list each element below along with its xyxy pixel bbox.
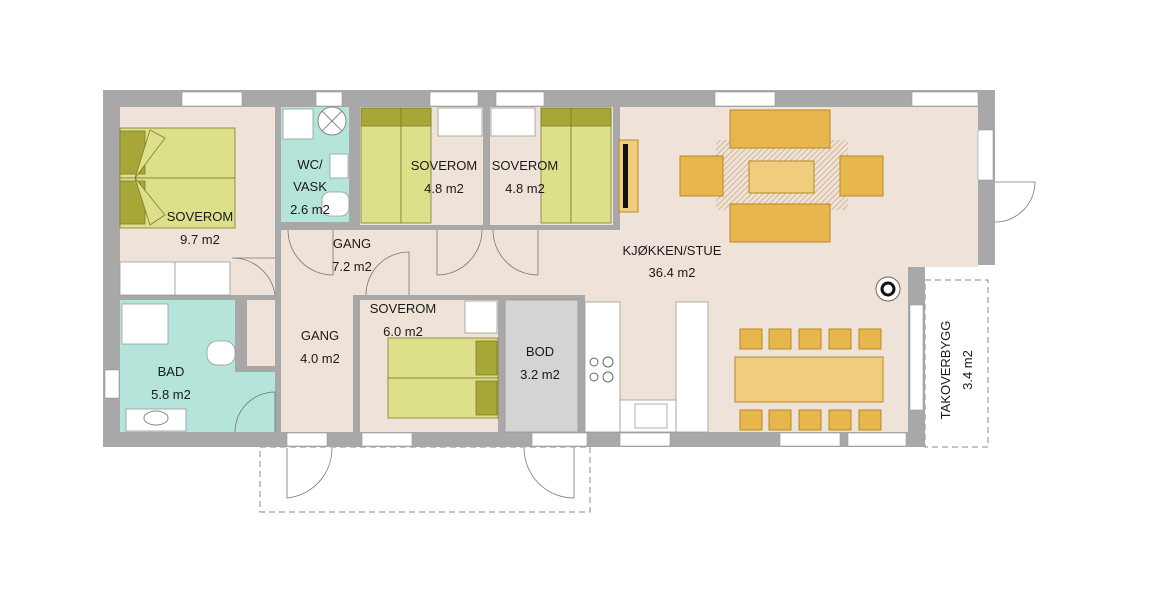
coffee-table [748,160,815,194]
room-name: BAD [158,364,185,379]
room-area: 36.4 m2 [649,265,696,280]
room-name: VASK [293,179,327,194]
room-area: 3.4 m2 [960,350,975,390]
armchair-right [839,155,884,197]
floor-hallway-upper [281,230,621,295]
room-name: TAKOVERBYGG [938,321,953,420]
door-wc [287,229,334,276]
room-labels: SOVEROM 9.7 m2 WC/ VASK 2.6 m2 SOVEROM 4… [151,157,975,419]
room-name: KJØKKEN/STUE [623,243,722,258]
front-door [286,447,333,499]
sofa-bottom [729,203,831,243]
room-name: BOD [526,344,554,359]
shower [121,303,169,345]
room-name: WC/ [297,157,323,172]
room-area: 7.2 m2 [332,259,372,274]
room-name: SOVEROM [370,301,436,316]
room-area: 6.0 m2 [383,324,423,339]
door-bedroom-a [436,229,483,276]
room-area: 3.2 m2 [520,367,560,382]
toilet [321,191,350,217]
wardrobe-hall [247,300,275,366]
room-name: GANG [333,236,371,251]
kitchen-sink [634,403,668,429]
windows [104,91,994,447]
storage-door [523,447,575,499]
armchair-left [679,155,724,197]
nightstand [464,300,498,334]
room-area: 4.8 m2 [424,181,464,196]
stove-fireplace-icon [875,276,901,302]
room-area: 9.7 m2 [180,232,220,247]
dining-chairs [739,328,882,431]
room-area: 4.0 m2 [300,351,340,366]
room-name: SOVEROM [411,158,477,173]
front-porch-outline [259,446,591,513]
room-area: 5.8 m2 [151,387,191,402]
tv-bench [618,139,639,213]
doors [231,181,1036,499]
room-area: 4.8 m2 [505,181,545,196]
tv [623,144,628,208]
room-name: SOVEROM [167,209,233,224]
dining-table [734,356,884,403]
terrace-door [994,181,1036,223]
wardrobe [174,261,231,296]
desk [490,107,536,137]
door-bathroom [234,391,276,433]
sofa-top [729,109,831,149]
room-area: 2.6 m2 [290,202,330,217]
washing-machine [282,108,314,140]
sink [329,153,349,179]
floor-storage [504,299,579,433]
room-name: GANG [301,328,339,343]
room-name: SOVEROM [492,158,558,173]
desk [437,107,483,137]
wardrobe [119,261,176,296]
double-bed-small [387,300,499,419]
door-bedroom-b [492,229,539,276]
bunk-beds-b [490,107,612,224]
toilet [206,340,236,366]
bunk-beds-a [360,107,483,224]
floor-hallway-lower [281,295,353,432]
covered-porch-outline [924,279,989,448]
door-bedroom-large [231,257,276,296]
double-bed [119,127,236,229]
kitchen-counters [584,301,709,433]
door-bedroom-small [365,251,410,296]
